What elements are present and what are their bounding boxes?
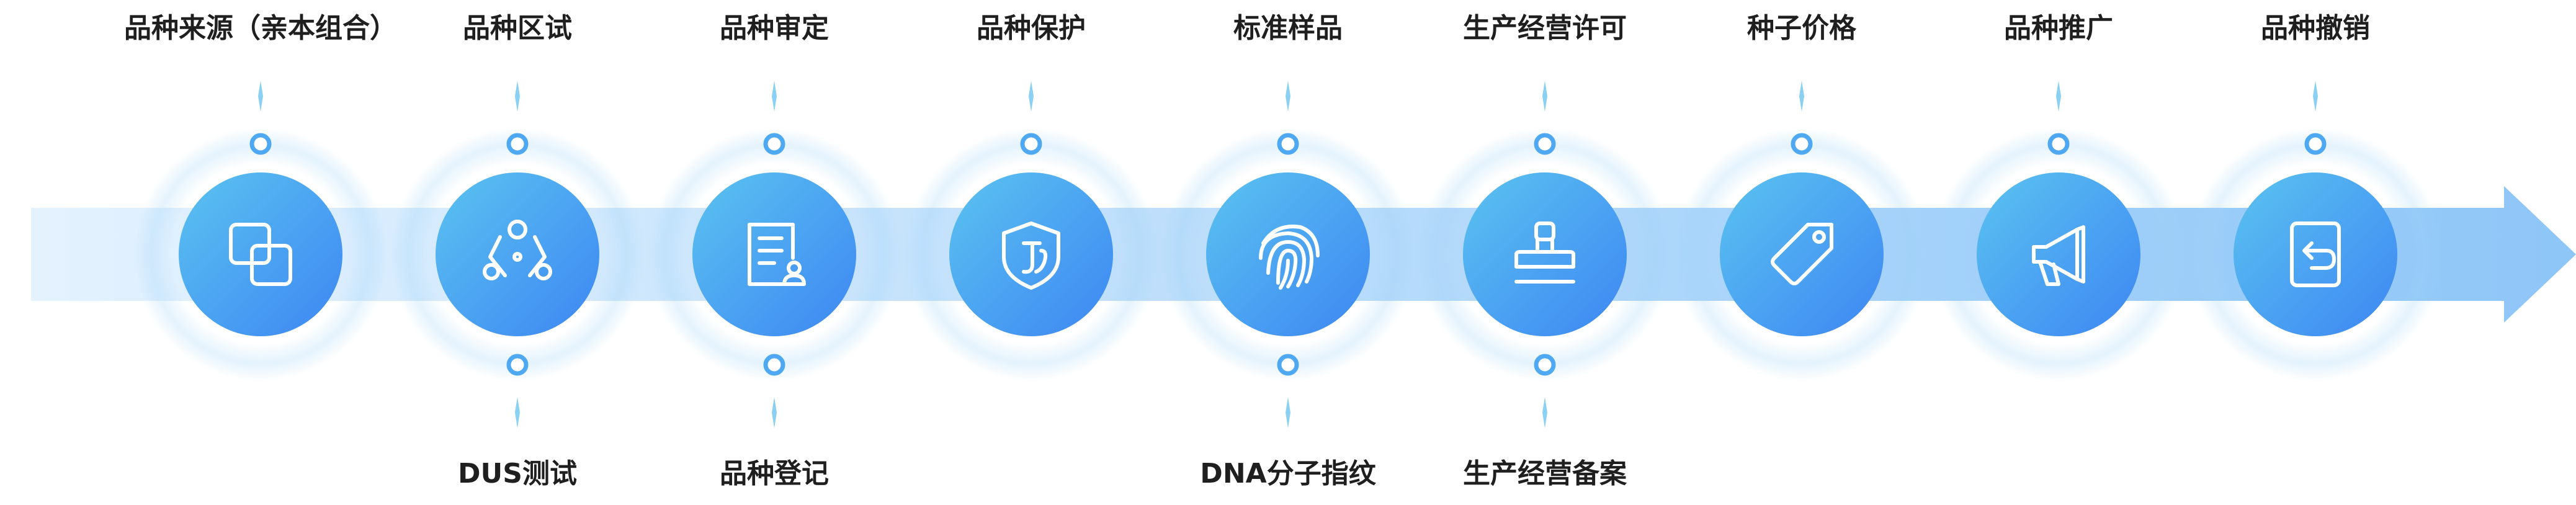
connector-line: [2313, 81, 2318, 112]
stage-label: 品种保护: [977, 12, 1086, 44]
connector-dot: [506, 354, 529, 376]
price-tag-icon: [1771, 223, 1833, 285]
connector-dot: [2047, 133, 2070, 155]
stage-label: 品种来源（亲本组合）: [124, 12, 397, 44]
connector-dot: [1791, 133, 1813, 155]
connector-line: [258, 81, 263, 112]
stage-label: 品种登记: [720, 458, 829, 489]
connector-line: [515, 397, 520, 428]
connector-dot: [2304, 133, 2327, 155]
connector-line: [1799, 81, 1804, 112]
stage-label: DUS测试: [458, 458, 577, 489]
document-person-icon: [748, 223, 806, 286]
stage-circle: [1206, 172, 1370, 336]
connector-line: [772, 81, 777, 112]
connector-dot: [1534, 354, 1556, 376]
connector-dot: [763, 354, 785, 376]
fingerprint-icon: [1259, 225, 1320, 290]
revoke-document-icon: [2290, 221, 2341, 287]
stage-label: 品种区试: [463, 12, 572, 44]
connector-dot: [1277, 133, 1299, 155]
stage-circle: [2234, 172, 2397, 336]
stage-label: 品种推广: [2004, 12, 2113, 44]
stage-label: 标准样品: [1233, 12, 1343, 44]
network-nodes-icon: [483, 220, 552, 280]
stage-label: DNA分子指纹: [1200, 458, 1376, 489]
connector-line: [772, 397, 777, 428]
connector-line: [515, 81, 520, 112]
stamp-icon: [1514, 221, 1575, 284]
stage-label: 种子价格: [1747, 12, 1856, 44]
connector-dot: [763, 133, 785, 155]
shield-icon: [1002, 221, 1060, 290]
stage-label: 品种审定: [720, 12, 829, 44]
connector-line: [1286, 397, 1290, 428]
stage-label: 品种撤销: [2261, 12, 2370, 44]
stage-circle: [1720, 172, 1884, 336]
stage-circle: [179, 172, 342, 336]
connector-dot: [1534, 133, 1556, 155]
connector-line: [2056, 81, 2061, 112]
stage-circle: [1977, 172, 2140, 336]
stage-circle: [1463, 172, 1627, 336]
connector-line: [1286, 81, 1290, 112]
overlapping-squares-icon: [229, 223, 292, 286]
connector-line: [1029, 81, 1034, 112]
stage-circle: [692, 172, 856, 336]
connector-line: [1542, 81, 1547, 112]
connector-dot: [1277, 354, 1299, 376]
megaphone-icon: [2032, 225, 2085, 286]
connector-dot: [1020, 133, 1042, 155]
connector-line: [1542, 397, 1547, 428]
connector-dot: [506, 133, 529, 155]
stage-label: 生产经营备案: [1463, 458, 1627, 489]
connector-dot: [249, 133, 272, 155]
stage-label: 生产经营许可: [1463, 12, 1627, 44]
